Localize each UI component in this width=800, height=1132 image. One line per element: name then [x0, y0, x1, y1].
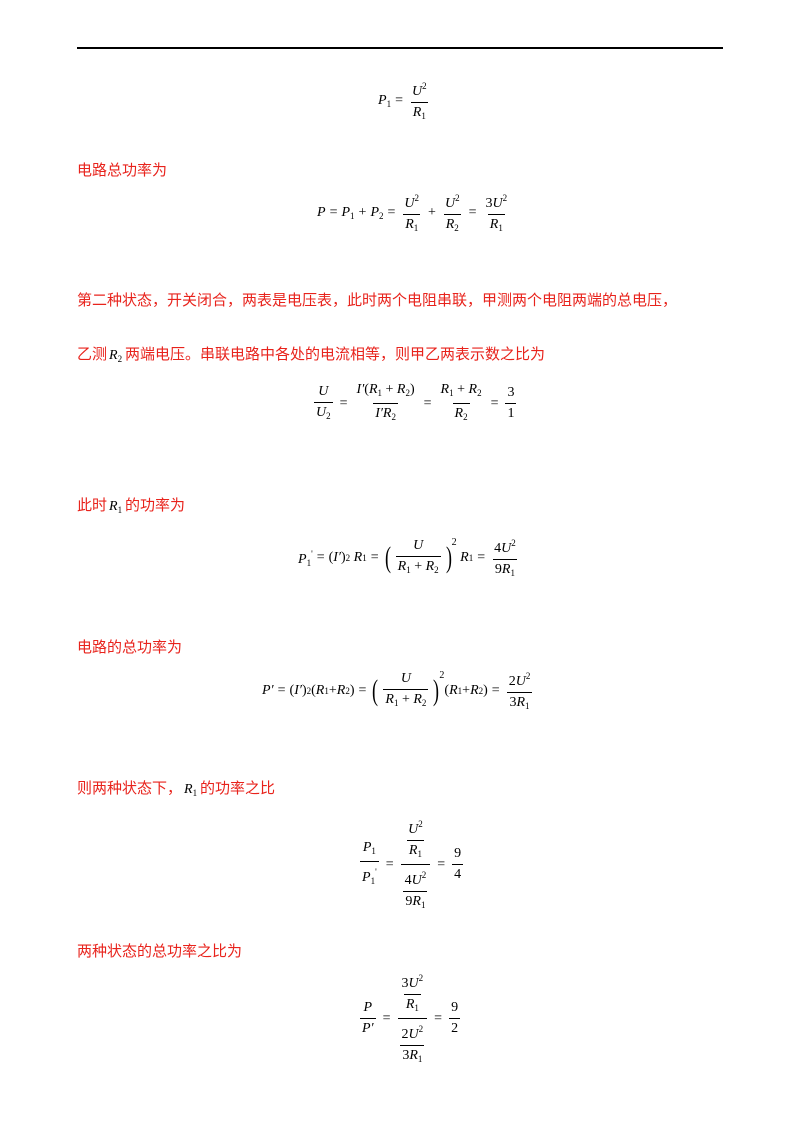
text-segment: 的功率为 — [125, 496, 186, 514]
paragraph-total-power: 电路总功率为 — [77, 161, 168, 179]
text-segment: 则两种状态下， — [77, 779, 183, 797]
text-segment: 的功率之比 — [200, 779, 276, 797]
paragraph-total-power-state2: 电路的总功率为 — [77, 638, 183, 656]
paragraph-second-state: 第二种状态，开关闭合，两表是电压表，此时两个电阻串联，甲测两个电阻两端的总电压， — [77, 291, 678, 309]
text-segment: 两端电压。串联电路中各处的电流相等，则甲乙两表示数之比为 — [125, 345, 546, 363]
text-segment: 此时 — [77, 496, 108, 514]
text-segment: 乙测 — [77, 345, 108, 363]
paragraph-total-power-ratio: 两种状态的总功率之比为 — [77, 942, 243, 960]
header-rule — [77, 47, 723, 49]
